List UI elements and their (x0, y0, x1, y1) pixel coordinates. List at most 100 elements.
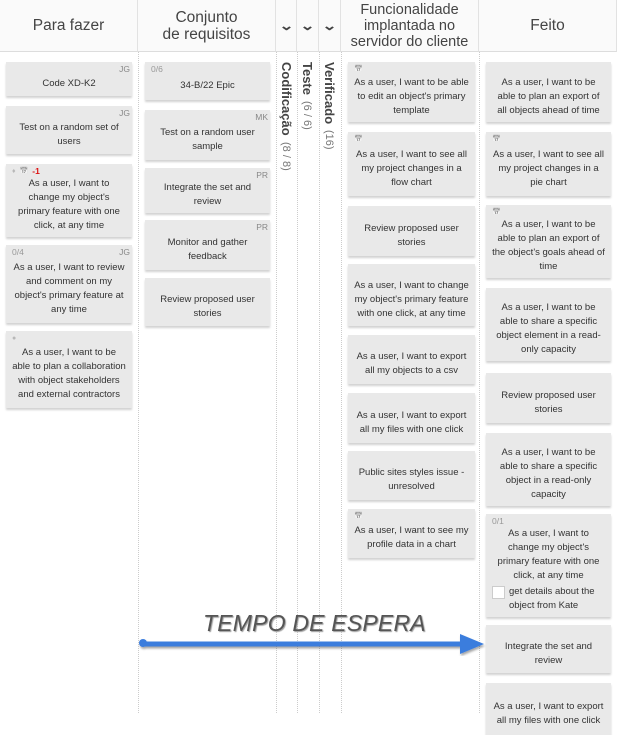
card-title: Review proposed user stories (160, 293, 255, 319)
card[interactable]: 📅As a user, I want to see my profile dat… (348, 509, 475, 558)
card[interactable]: As a user, I want to change my object's … (348, 264, 475, 326)
card-body: Monitor and gather feedback (151, 233, 264, 266)
column-header-para-fazer: Para fazer (0, 0, 138, 52)
card[interactable]: MK Test on a random user sample (145, 110, 270, 160)
card-header-row (492, 64, 605, 75)
card-header-row: 📅 (492, 134, 605, 145)
card-meta: 📅 (492, 134, 501, 145)
expand-verificado-button[interactable]: ⌄ (319, 0, 341, 52)
card-header-row: 📅 (354, 64, 469, 75)
card-title: Test on a random user sample (160, 126, 255, 152)
tag-icon: ♦ (12, 168, 16, 175)
card-title: As a user, I want to be able to edit an … (354, 76, 469, 116)
assignee-initials: JG (119, 247, 130, 257)
card-title: As a user, I want to be able to plan an … (492, 219, 605, 272)
card[interactable]: Integrate the set and review (486, 625, 611, 673)
card-title: Public sites styles issue - unresolved (358, 467, 465, 492)
card-title: Review proposed user stories (364, 222, 459, 248)
card-meta: 0/6 (151, 64, 163, 75)
card[interactable]: 📅 As a user, I want to see all my project… (486, 132, 611, 196)
card-body: As a user, I want to be able to plan an … (492, 75, 605, 118)
card-meta: ● (12, 333, 16, 344)
checklist-item-text: get details about the object from Kate (509, 586, 595, 611)
card-header-row: 0/6 (151, 64, 264, 75)
card[interactable]: Review proposed user stories (486, 373, 611, 423)
card-title: As a user, I want to export all my objec… (356, 351, 467, 376)
card[interactable]: As a user, I want to export all my files… (348, 393, 475, 443)
card-body: Review proposed user stories (151, 291, 264, 322)
column-divider (138, 0, 139, 713)
collapsed-column-verificado[interactable]: Verificado(16) (322, 62, 337, 150)
card[interactable]: 📅As a user, I want to be able to edit an… (348, 62, 475, 122)
card[interactable]: As a user, I want to be able to plan an … (486, 62, 611, 122)
card[interactable]: As a user, I want to be able to share a … (486, 433, 611, 506)
calendar-icon: 📅 (19, 168, 29, 175)
card[interactable]: As a user, I want to export all my files… (486, 683, 611, 735)
card-header-row: 📅 (354, 134, 469, 145)
column-title: Verificado (322, 62, 337, 125)
card[interactable]: Review proposed user stories (348, 206, 475, 256)
checklist-checkbox[interactable] (492, 586, 505, 599)
card-body: Integrate the set and review (492, 638, 605, 669)
column-divider (479, 0, 480, 713)
card[interactable]: 📅As a user, I want to be able to plan an… (486, 205, 611, 278)
card[interactable]: As a user, I want to be able to share a … (486, 288, 611, 361)
card[interactable]: Public sites styles issue - unresolved (348, 451, 475, 500)
card[interactable]: 0/4 JG As a user, I want to review and com… (6, 245, 132, 323)
card-body: As a user, I want to export all my files… (492, 696, 605, 731)
collapsed-column-codificacao[interactable]: Codificação(8 / 8) (279, 62, 294, 170)
card-header-row (354, 208, 469, 219)
card-title: Monitor and gather feedback (167, 236, 248, 262)
card-body: Review proposed user stories (354, 219, 469, 252)
column-count: (8 / 8) (280, 141, 292, 171)
chevron-down-icon: ⌄ (299, 17, 316, 33)
column-title: Para fazer (32, 17, 105, 34)
card-title: As a user, I want to see all my project … (493, 148, 604, 188)
column-title: Teste (300, 62, 315, 95)
card-meta: 📅 (354, 64, 363, 75)
card-header-row (492, 375, 605, 386)
card-body: As a user, I want to change my object's … (492, 527, 605, 613)
expand-teste-button[interactable]: ⌄ (297, 0, 319, 52)
column-divider (319, 0, 320, 713)
card-header-row: 0/4 JG (12, 247, 130, 258)
card[interactable]: 📅As a user, I want to see all my project… (348, 132, 475, 196)
arrow-head (460, 634, 484, 654)
card-header-row: 📅 (492, 207, 605, 218)
card-meta: 0/4 (12, 247, 24, 258)
card-header-row (354, 266, 469, 277)
card-title: As a user, I want to be able to share a … (499, 447, 598, 500)
card[interactable]: ● As a user, I want to be able to plan a … (6, 331, 132, 408)
card-body: As a user, I want to export all my files… (354, 406, 469, 439)
comment-icon: ● (12, 335, 17, 342)
card-progress: 0/1 (492, 516, 504, 526)
card-header-row: MK (151, 112, 268, 123)
card-title: Code XD-K2 (42, 77, 96, 89)
chevron-down-icon: ⌄ (278, 17, 294, 33)
card-body: As a user, I want to see all my project … (354, 145, 469, 192)
collapsed-column-teste[interactable]: Teste(6 / 6) (300, 62, 315, 130)
card-title: As a user, I want to change my object's … (18, 178, 120, 231)
card-meta: 📅 (492, 207, 501, 218)
card[interactable]: As a user, I want to export all my objec… (348, 335, 475, 384)
card-title: As a user, I want to be able to plan a c… (12, 347, 126, 400)
card-meta: 📅 (354, 134, 363, 145)
card-header-row: ♦📅-1 (12, 166, 126, 177)
card-title: As a user, I want to review and comment … (13, 261, 125, 315)
expand-codificacao-button[interactable]: ⌄ (276, 0, 297, 52)
card[interactable]: PR Monitor and gather feedback (145, 220, 270, 270)
card-header-row: 📅 (354, 511, 469, 522)
card-header-row: ● (12, 333, 126, 344)
card[interactable]: Review proposed user stories (145, 278, 270, 326)
assignee-initials: JG (119, 108, 130, 118)
assignee-initials: PR (256, 222, 268, 232)
calendar-icon: 📅 (492, 136, 501, 143)
card-header-row (492, 685, 605, 696)
column-divider (297, 0, 298, 713)
